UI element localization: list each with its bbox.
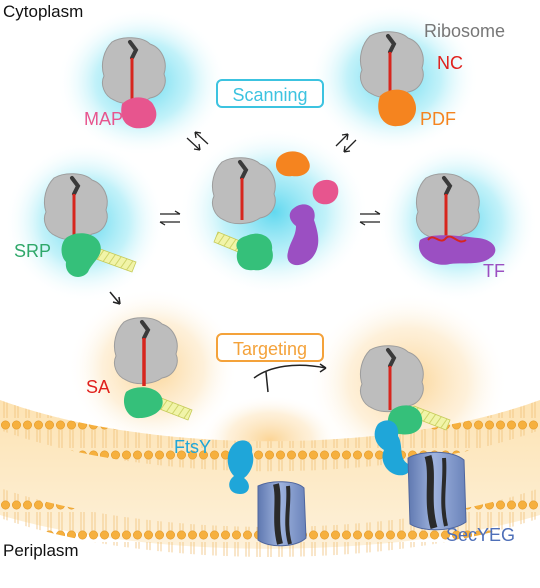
- ribosome-icon: [359, 345, 424, 413]
- equilibrium-arrows-icon: [359, 210, 381, 226]
- scanning-box: Scanning: [216, 79, 324, 108]
- map-label: MAP: [84, 109, 124, 129]
- arrow-icon: [109, 291, 121, 305]
- tf-shape: [418, 235, 496, 265]
- tf-label: TF: [483, 261, 505, 281]
- srp-shape: [123, 387, 163, 419]
- branch-arrow-icon: [253, 363, 327, 393]
- srp-shape: [236, 233, 273, 271]
- pdf-enzyme-shape: [275, 151, 310, 177]
- nc-label: NC: [437, 53, 463, 73]
- sa-label: SA: [86, 377, 111, 397]
- pdf-label: PDF: [420, 109, 456, 129]
- ribosome-icon: [359, 31, 424, 99]
- equilibrium-arrows-icon: [159, 210, 181, 226]
- ribosome-icon: [211, 157, 276, 225]
- ribosome-icon: [415, 173, 480, 241]
- secyeg-label: SecYEG: [446, 525, 516, 545]
- equilibrium-arrows-icon: [335, 133, 357, 153]
- equilibrium-arrows-icon: [186, 131, 209, 151]
- periplasm-label: Periplasm: [3, 541, 79, 560]
- ribosome-icon: [101, 37, 166, 105]
- nascent-chain-loop: [427, 235, 467, 243]
- ftsy-label: FtsY: [174, 437, 212, 457]
- map-enzyme-shape: [312, 179, 339, 205]
- tf-shape: [287, 204, 319, 266]
- ribosome-label: Ribosome: [424, 21, 506, 41]
- map-enzyme-shape: [121, 97, 157, 129]
- translocon-icon: [407, 451, 467, 531]
- cytoplasm-label: Cytoplasm: [3, 2, 84, 21]
- ribosome-icon: [43, 173, 108, 241]
- ftsy-shape: [374, 420, 410, 476]
- srp-shape: [61, 233, 101, 277]
- pdf-enzyme-shape: [378, 89, 417, 127]
- translocon-icon: [257, 481, 307, 547]
- srp-label: SRP: [14, 241, 52, 261]
- targeting-box: Targeting: [216, 333, 324, 362]
- membrane-icon: [0, 400, 540, 557]
- ftsy-shape: [227, 440, 254, 494]
- ribosome-icon: [113, 317, 178, 386]
